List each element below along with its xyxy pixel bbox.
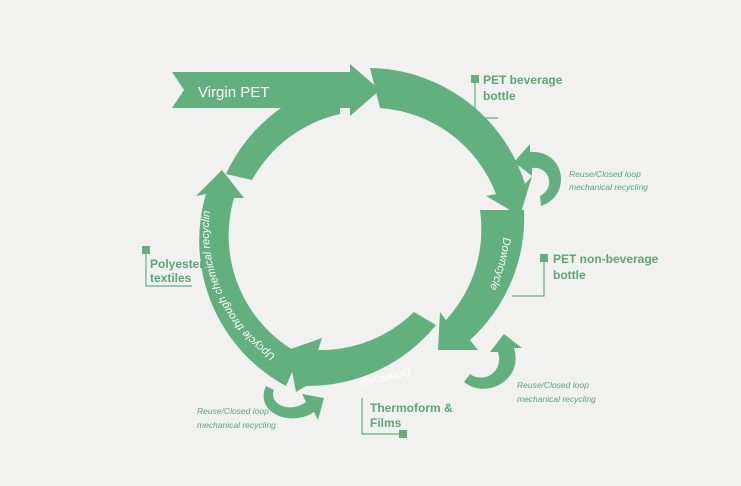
pet-beverage-label-1: PET beverage <box>483 73 563 87</box>
virgin-pet-label: Virgin PET <box>198 84 269 101</box>
polyester-label-1: Polyester <box>150 257 204 271</box>
loop-mid-right-label-1: Reuse/Closed loop <box>517 380 589 390</box>
loop-top-right-label-1: Reuse/Closed loop <box>569 169 641 179</box>
loop-arrow-bottom-left <box>263 386 324 420</box>
polyester-marker <box>142 246 150 254</box>
pet-beverage-label-2: bottle <box>483 89 516 103</box>
thermoform-label-2: Films <box>370 416 402 430</box>
loop-bottom-left-label-2: mechanical recycling <box>197 420 276 430</box>
pet-non-beverage-leader <box>512 262 545 297</box>
loop-bottom-left-label-1: Reuse/Closed loop <box>197 406 269 416</box>
loop-top-right-label-2: mechanical recycling <box>569 182 648 192</box>
arc-top-left <box>226 82 340 180</box>
loop-mid-right-label-2: mechanical recycling <box>517 394 596 404</box>
pet-beverage-marker <box>471 75 479 83</box>
thermoform-leader <box>361 398 403 435</box>
arc-bottom-downcycle <box>288 312 436 392</box>
pet-non-beverage-label-1: PET non-beverage <box>553 252 659 266</box>
arc-top-right <box>370 68 532 216</box>
loop-arrow-mid-right <box>464 334 522 389</box>
arc-left-upcycle <box>196 170 300 386</box>
pet-beverage-leader <box>474 83 498 119</box>
polyester-leader <box>145 254 192 287</box>
loop-arrow-top-right <box>514 144 562 206</box>
thermoform-label-1: Thermoform & <box>370 401 453 415</box>
pet-non-beverage-marker <box>540 254 548 262</box>
pet-non-beverage-label-2: bottle <box>553 268 586 282</box>
polyester-label-2: textiles <box>150 271 192 285</box>
arc-right-downcycle <box>438 210 525 350</box>
